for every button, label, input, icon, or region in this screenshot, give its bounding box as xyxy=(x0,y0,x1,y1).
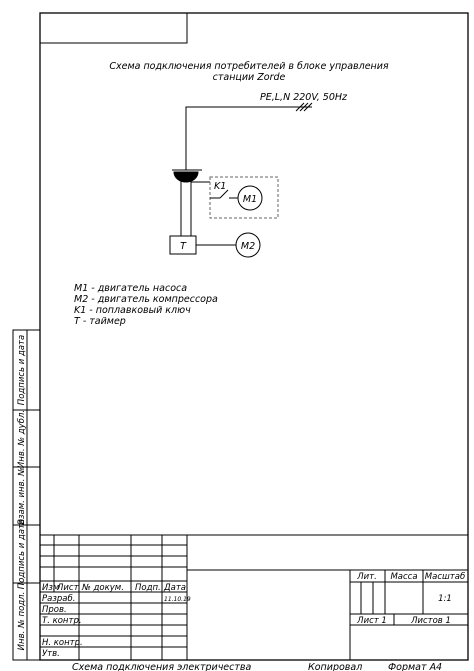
footer-format: Формат A4 xyxy=(388,662,442,671)
legend-item: M1 - двигатель насоса xyxy=(74,283,187,294)
supply-label: PE,L,N 220V, 50Hz xyxy=(260,92,348,103)
supply-line xyxy=(185,102,313,170)
tb-header-signature: Подп. xyxy=(135,583,161,593)
side-stamp-cell: Взам. инв. № xyxy=(17,467,27,525)
tb-signature-date: 11.10.19 xyxy=(164,596,191,603)
legend: M1 - двигатель насоса M2 - двигатель ком… xyxy=(74,283,218,327)
tb-row-checked: Пров. xyxy=(42,605,67,615)
side-stamp-cell: Инв. № дубл. xyxy=(17,410,27,468)
tb-row-tech-control: Т. контр. xyxy=(42,616,82,626)
tb-sheet-label: Лист 1 xyxy=(356,616,387,626)
sheet-frame xyxy=(39,12,469,661)
tb-header-izm: Изм xyxy=(42,583,60,593)
side-stamp-cell: Подпись и дата xyxy=(17,519,27,589)
tb-sheets-label: Листов 1 xyxy=(410,616,451,626)
tb-header-list: Лист xyxy=(56,583,80,593)
float-switch-k1 xyxy=(209,176,279,219)
legend-item: M2 - двигатель компрессора xyxy=(74,294,218,305)
legend-item: K1 - поплавковый ключ xyxy=(74,305,191,316)
title-block-grid xyxy=(39,534,469,661)
tb-scale-label: Масштаб xyxy=(425,572,465,582)
motor-m1 xyxy=(237,185,263,211)
connector-symbol xyxy=(172,169,210,236)
tb-row-norm-control: Н. контр. xyxy=(42,638,83,648)
tb-mass-label: Масса xyxy=(390,572,417,582)
tb-row-approved: Утв. xyxy=(42,649,60,659)
diagram-title-line2: станции Zorde xyxy=(213,72,286,83)
side-stamp-cell: Подпись и дата xyxy=(17,335,27,405)
tb-row-developed: Разраб. xyxy=(42,594,75,604)
m1-label: M1 xyxy=(243,194,257,205)
tb-header-doc-number: № докум. xyxy=(81,583,124,593)
tb-header-date: Дата xyxy=(163,583,186,593)
diagram-title-line1: Схема подключения потребителей в блоке у… xyxy=(109,61,389,72)
legend-item: T - таймер xyxy=(74,316,126,327)
footer-copied: Копировал xyxy=(308,662,362,671)
tb-lit-label: Лит. xyxy=(356,572,377,582)
footer-title: Схема подключения электричества xyxy=(72,662,252,671)
tb-scale-value: 1:1 xyxy=(438,594,452,604)
motor-m2 xyxy=(235,232,261,258)
k1-label: K1 xyxy=(214,181,226,192)
m2-label: M2 xyxy=(241,241,255,252)
side-stamp xyxy=(12,329,41,661)
t-label: T xyxy=(180,241,187,252)
side-stamp-cell: Инв. № подл. xyxy=(17,592,27,651)
